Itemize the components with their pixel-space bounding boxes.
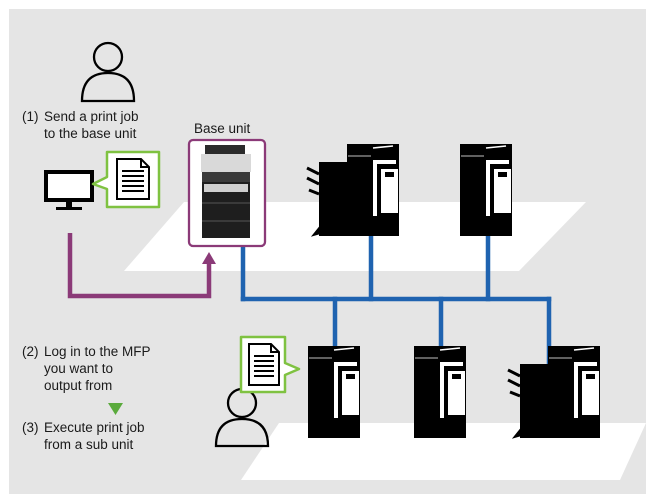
mfp-top-right [459, 143, 513, 237]
base-unit-label: Base unit [194, 121, 251, 136]
computer-icon [44, 170, 94, 210]
diagram-artwork [44, 41, 646, 480]
document-icon [116, 158, 150, 200]
mfp-bottom-2 [413, 345, 467, 439]
mfp-with-finisher-bottom [506, 345, 601, 440]
user-icon-bottom [214, 387, 270, 448]
step-arrow-icon [108, 403, 123, 415]
base-unit-mfp-icon [201, 145, 251, 238]
mfp-with-finisher-top [305, 143, 400, 238]
user-icon [80, 41, 136, 103]
document-icon [248, 343, 280, 386]
mfp-bottom-1 [307, 345, 361, 439]
document-callout-top [91, 150, 161, 209]
print-path-arrowhead [202, 252, 216, 264]
print-path [67, 233, 212, 299]
diagram-canvas: (1)Send a print job to the base unit Bas… [9, 9, 646, 494]
step-1-label: (1)Send a print job to the base unit [22, 109, 139, 141]
document-callout-bottom [239, 335, 301, 394]
step-2-label: (2)Log in to the MFP you want to output … [22, 344, 151, 393]
step-3-label: (3)Execute print job from a sub unit [22, 420, 145, 452]
